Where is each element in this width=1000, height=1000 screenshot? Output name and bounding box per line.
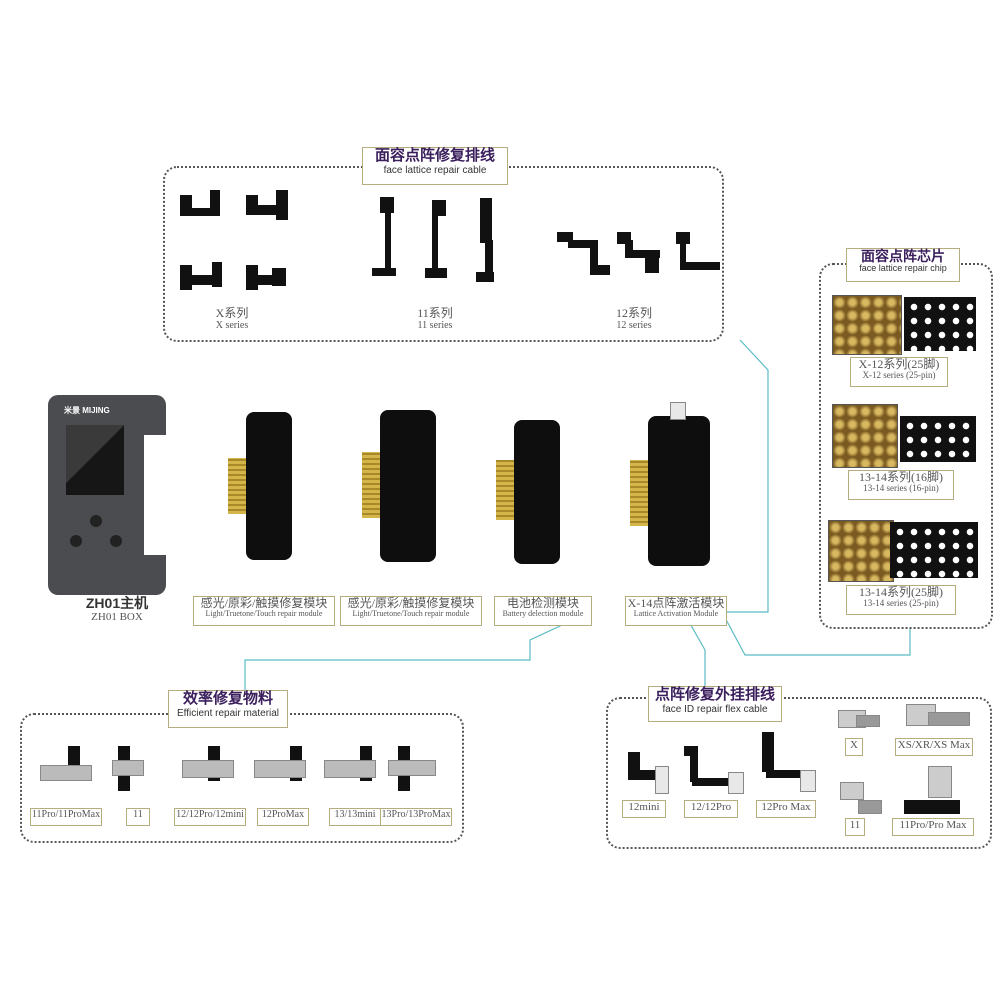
module-4-tag: X-14点阵激活模块 Lattice Activation Module bbox=[625, 596, 727, 626]
zh01-brand: 米景 MIJING bbox=[64, 406, 110, 415]
face-cable-title: 面容点阵修复排线 face lattice repair cable bbox=[362, 147, 508, 185]
flex-item-12promax: 12Pro Max bbox=[756, 800, 816, 818]
zh01-tag: ZH01主机 ZH01 BOX bbox=[78, 595, 156, 626]
chip-black-1314-16 bbox=[900, 416, 976, 462]
flex-item-12mini: 12mini bbox=[622, 800, 666, 818]
chip-x12-en: X-12 series (25-pin) bbox=[862, 370, 936, 381]
flex-item-xs: XS/XR/XS Max bbox=[895, 738, 973, 756]
chip-1314-25-tag: 13-14系列(25脚) 13-14 series (25-pin) bbox=[846, 585, 956, 615]
flex-item-11: 11 bbox=[845, 818, 865, 836]
module-2-en: Light/Truetone/Touch repair module bbox=[352, 609, 470, 619]
x-series-en: X series bbox=[215, 320, 249, 332]
x-series-tag: X系列 X series bbox=[206, 306, 258, 335]
module-3-en: Battery delection module bbox=[502, 609, 584, 619]
flex-title-en: face ID repair flex cable bbox=[662, 703, 768, 715]
chip-1314-25-cn: 13-14系列(25脚) bbox=[859, 585, 943, 599]
module-1-en: Light/Truetone/Touch repair module bbox=[205, 609, 323, 619]
efficient-item-2: 12/12Pro/12mini bbox=[174, 808, 246, 826]
efficient-title: 效率修复物料 Efficient repair material bbox=[168, 690, 288, 728]
11-series-tag: 11系列 11 series bbox=[406, 306, 464, 335]
module-3-cn: 电池检测模块 bbox=[506, 596, 579, 610]
chip-title: 面容点阵芯片 face lattice repair chip bbox=[846, 248, 960, 282]
efficient-title-cn: 效率修复物料 bbox=[182, 690, 273, 707]
chip-title-cn: 面容点阵芯片 bbox=[861, 248, 945, 264]
chip-title-en: face lattice repair chip bbox=[859, 263, 947, 274]
chip-gold-1314-16 bbox=[832, 404, 898, 468]
flex-item-11pro: 11Pro/Pro Max bbox=[892, 818, 974, 836]
zh01-device: 米景 MIJING bbox=[48, 395, 168, 595]
module-4-cn: X-14点阵激活模块 bbox=[627, 596, 725, 610]
x-series-cn: X系列 bbox=[215, 306, 249, 320]
flex-item-x: X bbox=[845, 738, 863, 756]
face-cable-title-cn: 面容点阵修复排线 bbox=[374, 147, 495, 164]
chip-gold-1314-25 bbox=[828, 520, 894, 582]
12-series-tag: 12系列 12 series bbox=[606, 306, 662, 335]
efficient-item-3: 12ProMax bbox=[257, 808, 309, 826]
chip-black-x12 bbox=[904, 297, 976, 351]
efficient-item-4: 13/13mini bbox=[329, 808, 381, 826]
zh01-button-c[interactable] bbox=[110, 535, 122, 547]
module-2-tag: 感光/原彩/触摸修复模块 Light/Truetone/Touch repair… bbox=[340, 596, 482, 626]
flex-item-1212pro: 12/12Pro bbox=[684, 800, 738, 818]
zh01-en: ZH01 BOX bbox=[91, 611, 143, 624]
11-series-en: 11 series bbox=[417, 320, 453, 332]
module-3-tag: 电池检测模块 Battery delection module bbox=[494, 596, 592, 626]
zh01-button-b[interactable] bbox=[70, 535, 82, 547]
12-series-en: 12 series bbox=[616, 320, 652, 332]
flex-title: 点阵修复外挂排线 face ID repair flex cable bbox=[648, 686, 782, 722]
efficient-item-1: 11 bbox=[126, 808, 150, 826]
chip-black-1314-25 bbox=[890, 522, 978, 578]
zh01-button-a[interactable] bbox=[90, 515, 102, 527]
module-2-cn: 感光/原彩/触摸修复模块 bbox=[347, 596, 475, 610]
12-series-cn: 12系列 bbox=[615, 306, 652, 320]
flex-panel bbox=[606, 697, 992, 849]
zh01-cn: ZH01主机 bbox=[85, 595, 149, 611]
chip-x12-tag: X-12系列(25脚) X-12 series (25-pin) bbox=[850, 357, 948, 387]
chip-1314-25-en: 13-14 series (25-pin) bbox=[863, 598, 939, 609]
chip-1314-16-cn: 13-14系列(16脚) bbox=[859, 470, 943, 484]
zh01-screen bbox=[66, 425, 124, 495]
module-4-en: Lattice Activation Module bbox=[633, 609, 719, 619]
efficient-item-5: 13Pro/13ProMax bbox=[380, 808, 452, 826]
flex-title-cn: 点阵修复外挂排线 bbox=[654, 686, 775, 703]
zh01-cutout bbox=[144, 435, 168, 555]
module-1-cn: 感光/原彩/触摸修复模块 bbox=[200, 596, 328, 610]
11-series-cn: 11系列 bbox=[417, 306, 453, 320]
face-cable-title-en: face lattice repair cable bbox=[383, 164, 487, 176]
chip-x12-cn: X-12系列(25脚) bbox=[858, 357, 940, 371]
efficient-item-0: 11Pro/11ProMax bbox=[30, 808, 102, 826]
module-1-tag: 感光/原彩/触摸修复模块 Light/Truetone/Touch repair… bbox=[193, 596, 335, 626]
chip-1314-16-tag: 13-14系列(16脚) 13-14 series (16-pin) bbox=[848, 470, 954, 500]
chip-1314-16-en: 13-14 series (16-pin) bbox=[863, 483, 939, 494]
chip-gold-x12 bbox=[832, 295, 902, 355]
efficient-title-en: Efficient repair material bbox=[176, 707, 280, 719]
